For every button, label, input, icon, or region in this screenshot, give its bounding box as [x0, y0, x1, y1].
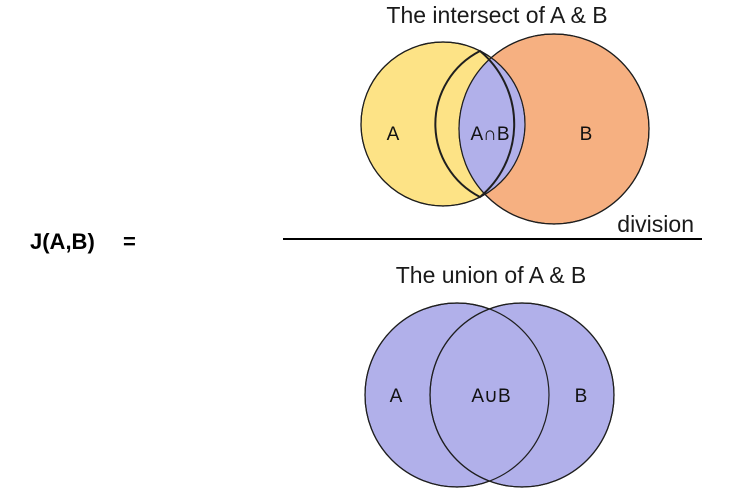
union-set-a-outline: [364, 302, 550, 488]
union-set-b-outline: [429, 302, 615, 488]
union-set-b-label: B: [575, 386, 588, 407]
union-caption: The union of A & B: [396, 262, 587, 288]
union-venn: A A∪B B: [364, 302, 615, 488]
intersect-caption: The intersect of A & B: [386, 2, 607, 28]
set-a-label: A: [387, 124, 400, 145]
set-b-outline: [458, 33, 650, 225]
union-set-a-label: A: [390, 386, 403, 407]
set-b-label: B: [580, 124, 593, 145]
union-label: A∪B: [471, 386, 510, 407]
set-a-outline: [360, 41, 526, 207]
jaccard-lhs: J(A,B): [30, 229, 95, 254]
intersection-label: A∩B: [470, 124, 509, 145]
equals-sign: =: [123, 229, 136, 254]
division-label: division: [617, 211, 694, 237]
intersect-venn: A A∩B B: [360, 33, 650, 225]
intersection-outline: [434, 49, 516, 199]
